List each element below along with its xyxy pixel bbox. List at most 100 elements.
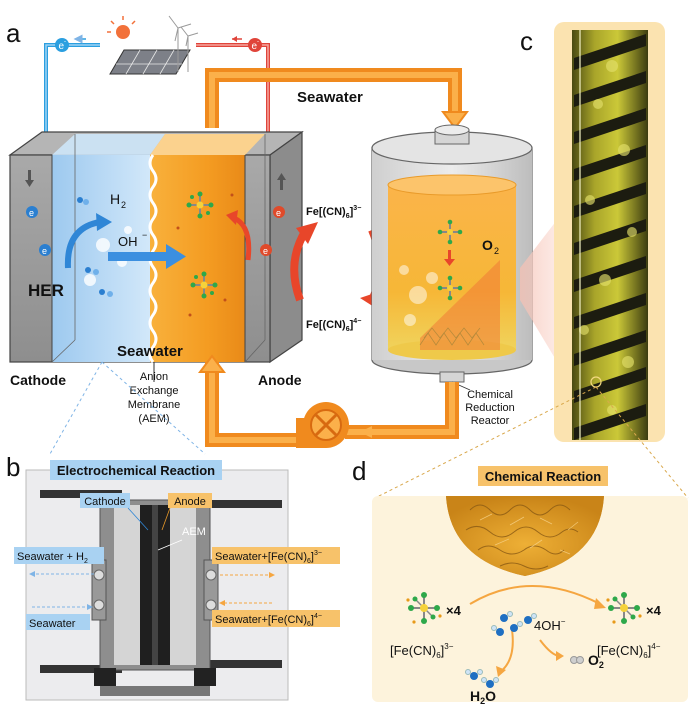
svg-text:4OH−: 4OH− — [534, 617, 566, 633]
electron-wire-left: e - — [55, 38, 69, 52]
svg-text:Anion: Anion — [140, 371, 168, 383]
svg-text:-: - — [257, 39, 259, 45]
h2-label: H 2 — [110, 191, 126, 210]
photo-cathode-label: Cathode — [80, 493, 149, 531]
tube-stripe — [574, 256, 646, 292]
panel-label-b: b — [6, 452, 20, 482]
tube-stripe — [574, 330, 646, 366]
reactor-photo-tube — [554, 22, 665, 442]
electron-anode-1: e — [273, 206, 285, 218]
oxygen-molecule — [570, 656, 584, 664]
svg-text:Chemical: Chemical — [467, 389, 513, 401]
current-direction-arrows — [25, 170, 286, 190]
tube-stripe — [574, 367, 646, 403]
svg-text:Fe[(CN)6]4−: Fe[(CN)6]4− — [306, 318, 361, 333]
tube-stripe — [574, 34, 646, 70]
svg-text:Seawater + H2: Seawater + H2 — [17, 551, 88, 565]
her-label: HER — [28, 281, 64, 300]
svg-text:Seawater+[Fe(CN)6]4−: Seawater+[Fe(CN)6]4− — [215, 613, 322, 628]
svg-text:Chemical Reaction: Chemical Reaction — [485, 469, 601, 484]
fe-cn6-4-label: Fe[(CN)6]4− — [306, 318, 361, 333]
cell-photo — [25, 469, 289, 701]
tube-stripe — [574, 404, 646, 440]
tube-stripe — [574, 182, 646, 218]
electrochemical-reaction-title: Electrochemical Reaction — [50, 460, 222, 480]
seawater-pipe-top — [205, 68, 469, 130]
oh-label: OH − — [118, 230, 147, 249]
svg-text:[Fe(CN)6]4−: [Fe(CN)6]4− — [597, 642, 661, 660]
svg-text:e: e — [42, 246, 47, 256]
svg-text:Membrane: Membrane — [128, 399, 181, 411]
inlet-seawater-fe4-label: Seawater+[Fe(CN)6]4− — [212, 600, 340, 628]
ferrocyanide-molecules-anode — [176, 191, 234, 317]
svg-text:[Fe(CN)6]3−: [Fe(CN)6]3− — [390, 642, 454, 660]
electrolyzer-cell — [8, 130, 304, 364]
svg-text:Seawater: Seawater — [29, 618, 76, 630]
electron-anode-2: e — [260, 244, 272, 256]
pump-icon — [296, 402, 349, 448]
cathode-label: Cathode — [10, 372, 66, 388]
chemical-reduction-reactor — [371, 124, 533, 383]
svg-text:Anode: Anode — [174, 496, 206, 508]
electron-cathode-2: e — [39, 244, 51, 256]
svg-text:Reduction: Reduction — [465, 402, 515, 414]
svg-text:e: e — [263, 246, 268, 256]
chemical-reaction-panel — [372, 496, 688, 702]
h2o-formula: H2O — [470, 688, 496, 706]
chemical-reaction-title: Chemical Reaction — [478, 466, 608, 486]
anode-curved-arrow — [232, 215, 252, 261]
svg-text:Electrochemical Reaction: Electrochemical Reaction — [57, 463, 215, 478]
her-curved-arrow — [64, 219, 101, 269]
times-four-left: ×4 — [446, 603, 462, 618]
photo-aem-label: AEM — [157, 526, 206, 551]
electron-cathode-1: e — [26, 206, 38, 218]
tube-stripe — [574, 293, 646, 329]
svg-text:2: 2 — [494, 246, 499, 256]
return-pipe-bottom — [198, 354, 459, 447]
fe3-complex-molecule — [406, 592, 442, 624]
svg-text:O: O — [482, 237, 493, 253]
svg-text:−: − — [142, 230, 147, 240]
svg-text:e: e — [252, 41, 258, 52]
svg-text:Reactor: Reactor — [471, 415, 510, 427]
renewable-power-icon — [107, 15, 199, 75]
svg-text:AEM: AEM — [182, 526, 206, 538]
reactor-label: Chemical Reduction Reactor — [451, 381, 515, 427]
svg-text:H2O: H2O — [470, 688, 496, 706]
catalyst-particle-image — [446, 496, 604, 576]
reaction-arrow — [469, 585, 601, 605]
svg-text:(AEM): (AEM) — [138, 413, 169, 425]
inlet-seawater-label: Seawater — [26, 604, 93, 630]
fe-cn6-3-label: Fe[(CN)6]3− — [306, 205, 361, 220]
tube-stripe — [574, 219, 646, 255]
svg-text:O2: O2 — [588, 652, 604, 670]
fe4-complex-molecule — [606, 592, 642, 624]
panel-label-a: a — [6, 18, 21, 48]
svg-text:Fe[(CN)6]3−: Fe[(CN)6]3− — [306, 205, 361, 220]
svg-text:e: e — [59, 41, 65, 52]
fe3-formula: [Fe(CN)6]3− — [390, 642, 454, 660]
panel-label-d: d — [352, 456, 366, 486]
svg-text:e: e — [276, 208, 281, 218]
seawater-top-label: Seawater — [297, 89, 363, 106]
water-molecules — [465, 669, 499, 688]
o2-formula: O2 — [588, 652, 604, 670]
fe4-formula: [Fe(CN)6]4− — [597, 642, 661, 660]
tube-stripe — [574, 108, 646, 144]
aem-label: Anion Exchange Membrane (AEM) — [128, 362, 181, 425]
hydroxide-transport-arrow — [108, 244, 186, 269]
panel-label-c: c — [520, 26, 533, 56]
svg-text:OH: OH — [118, 234, 138, 249]
svg-text:Exchange: Exchange — [130, 385, 179, 397]
oh-formula: 4OH− — [534, 617, 566, 633]
photo-anode-label: Anode — [161, 493, 212, 531]
outlet-seawater-fe3-label: Seawater+[Fe(CN)6]3− — [212, 547, 340, 578]
electron-wire-right: e - — [248, 38, 262, 52]
outlet-seawater-h2-label: Seawater + H2 — [14, 547, 104, 577]
anode-label: Anode — [258, 372, 302, 388]
svg-text:Cathode: Cathode — [84, 496, 126, 508]
external-circuit — [44, 34, 270, 136]
svg-text:e: e — [29, 208, 34, 218]
